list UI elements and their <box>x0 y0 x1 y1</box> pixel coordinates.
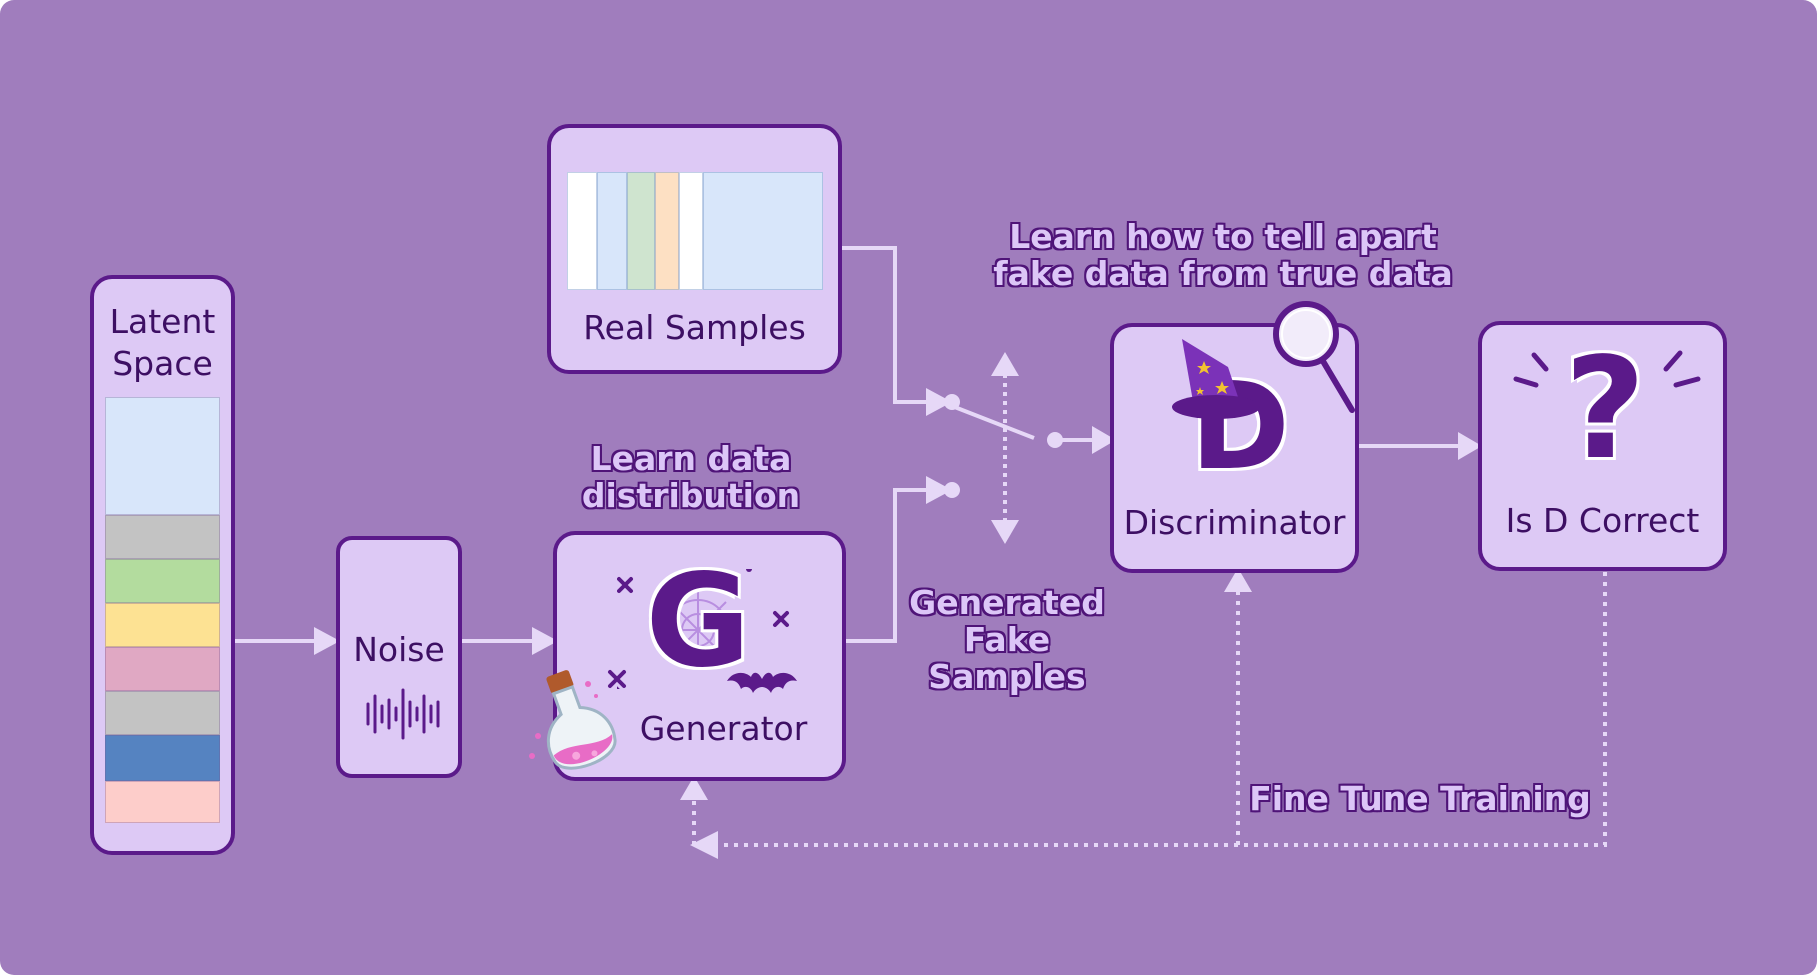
is-d-correct-box: ? Is D Correct <box>1478 321 1727 571</box>
arrowhead-real-switch <box>926 388 952 416</box>
latent-band <box>105 603 220 647</box>
arrowhead-noise <box>314 627 340 655</box>
question-mark-symbol: ? <box>1564 328 1646 491</box>
arrowhead-discriminator <box>1092 426 1116 454</box>
real-sample-strip <box>597 172 627 290</box>
latent-band <box>105 647 220 691</box>
latent-band <box>105 781 220 823</box>
switch-lever <box>951 404 1035 440</box>
spider-web-icon <box>658 590 738 670</box>
real-sample-strip <box>655 172 679 290</box>
arrowhead-toggle-up <box>991 352 1019 376</box>
latent-space-title: Latent Space <box>109 302 216 383</box>
real-sample-strip <box>703 172 823 290</box>
bat-icon <box>727 672 797 693</box>
wizard-hat-icon <box>1172 339 1260 419</box>
generator-letter-g: G <box>645 547 751 696</box>
sparkle-marks <box>617 569 789 689</box>
caption-generated-fake: Generated Fake Samples <box>892 584 1122 695</box>
real-sample-strip <box>627 172 655 290</box>
latent-band <box>105 735 220 781</box>
switch-pivot <box>1047 432 1063 448</box>
noise-label: Noise <box>353 630 445 669</box>
arrowhead-fake-switch <box>926 476 952 504</box>
caption-learn-tell-apart-line-1: Learn how to tell apart <box>1009 217 1437 256</box>
arrowhead-feedback-left <box>690 831 718 859</box>
caption-generated-fake-line-3: Samples <box>928 657 1086 696</box>
latent-band <box>105 691 220 735</box>
caption-learn-distribution: Learn data distribution <box>568 440 814 514</box>
x-mark-left <box>608 670 626 688</box>
feedback-loop-line <box>714 572 1607 847</box>
real-samples-label: Real Samples <box>583 308 806 347</box>
noise-box: Noise <box>336 536 462 778</box>
emphasis-marks-icon <box>1513 350 1701 388</box>
arrowhead-feedback-discriminator <box>1224 568 1252 592</box>
caption-learn-tell-apart: Learn how to tell apart fake data from t… <box>980 218 1466 292</box>
arrowhead-toggle-down <box>991 520 1019 544</box>
latent-band <box>105 397 220 515</box>
wire-real-samples <box>842 246 932 404</box>
generator-label: Generator <box>639 709 808 748</box>
arrowhead-generator <box>532 627 558 655</box>
switch-contact-fake <box>944 482 960 498</box>
arrowhead-judge <box>1458 432 1482 460</box>
arrowhead-feedback-generator <box>680 776 708 800</box>
real-sample-strip <box>567 172 597 290</box>
real-samples-strips <box>567 172 823 290</box>
is-d-correct-label: Is D Correct <box>1505 501 1700 540</box>
latent-band <box>105 559 220 603</box>
real-samples-box: Real Samples <box>547 124 842 374</box>
potion-bottle-icon <box>529 670 617 770</box>
caption-learn-distribution-line-2: distribution <box>581 476 801 515</box>
latent-band <box>105 515 220 559</box>
caption-generated-fake-line-2: Fake <box>963 620 1051 659</box>
magnifier-icon <box>1273 301 1355 413</box>
caption-learn-tell-apart-line-2: fake data from true data <box>993 254 1453 293</box>
caption-learn-distribution-line-1: Learn data <box>590 439 792 478</box>
real-sample-strip <box>679 172 703 290</box>
audio-waveform-icon <box>366 688 440 740</box>
discriminator-label: Discriminator <box>1123 503 1346 542</box>
caption-fine-tune: Fine Tune Training <box>1249 779 1591 818</box>
switch-contact-real <box>944 394 960 410</box>
latent-space-box: Latent Space <box>90 275 235 855</box>
caption-generated-fake-line-1: Generated <box>909 583 1105 622</box>
wire-generated-samples <box>846 488 932 643</box>
